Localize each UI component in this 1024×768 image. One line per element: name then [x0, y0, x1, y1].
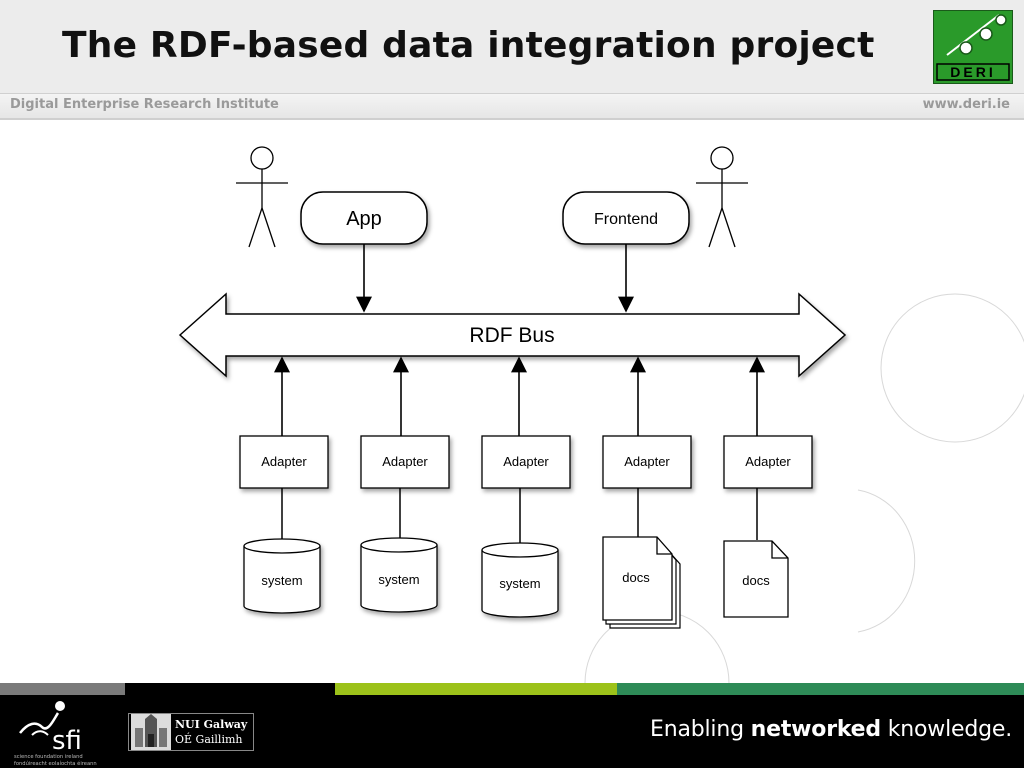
database-icon [360, 537, 438, 613]
slide-header: The RDF-based data integration project D… [0, 0, 1024, 93]
document-icon [723, 540, 789, 618]
user-right-icon [696, 146, 748, 248]
tagline-prefix: Enabling [650, 717, 751, 742]
adapter-label: Adapter [382, 454, 428, 469]
sfi-small-text-1: science foundation ireland [14, 754, 83, 760]
tagline: Enabling networked knowledge. [650, 717, 1012, 742]
website-link[interactable]: www.deri.ie [922, 97, 1010, 112]
document-stack-label: docs [622, 570, 650, 585]
adapter-label: Adapter [745, 454, 791, 469]
footer-color-bar [0, 683, 1024, 695]
database-icon [481, 542, 559, 618]
deri-logo: DERI [933, 10, 1013, 84]
document-stack-icon [602, 536, 681, 629]
frontend-node-label: Frontend [594, 211, 658, 228]
nui-name: NUI Galway [175, 718, 248, 731]
nui-irish-name: OÉ Gaillimh [175, 733, 243, 746]
adapter-box: Adapter [481, 435, 571, 489]
sfi-small-text-2: fondúireacht eolaíochta éireann [14, 760, 97, 767]
adapter-source-connectors [281, 488, 758, 546]
subheader-bar: Digital Enterprise Research Institute ww… [0, 93, 1024, 120]
tagline-bold: networked [750, 717, 881, 742]
rdf-bus-arrow: RDF Bus [178, 292, 847, 378]
rdf-bus-label: RDF Bus [469, 324, 554, 347]
app-node: App [300, 191, 428, 245]
adapter-box: Adapter [239, 435, 329, 489]
slide-footer: sfi science foundation ireland fondúirea… [0, 695, 1024, 768]
database-label: system [499, 576, 540, 591]
rdf-bus-diagram: App Frontend RDF Bus Adapter Adapter Ada… [178, 146, 847, 629]
sfi-logo: sfi science foundation ireland fondúirea… [14, 701, 97, 767]
adapter-box: Adapter [360, 435, 450, 489]
nui-galway-logo: NUI Galway OÉ Gaillimh [128, 713, 254, 751]
database-icon [243, 538, 321, 614]
tagline-suffix: knowledge. [880, 717, 1012, 742]
database-label: system [378, 572, 419, 587]
adapter-box: Adapter [602, 435, 692, 489]
adapter-label: Adapter [261, 454, 307, 469]
institute-name: Digital Enterprise Research Institute [10, 97, 279, 112]
app-node-label: App [346, 208, 382, 230]
adapter-box: Adapter [723, 435, 813, 489]
slide-title: The RDF-based data integration project [62, 25, 875, 66]
sfi-logo-text: sfi [52, 726, 82, 756]
user-left-icon [236, 146, 288, 248]
logo-text: DERI [950, 64, 995, 80]
document-label: docs [742, 573, 770, 588]
frontend-node: Frontend [562, 191, 690, 245]
adapter-label: Adapter [503, 454, 549, 469]
nui-building-icon [131, 714, 171, 750]
adapter-label: Adapter [624, 454, 670, 469]
database-label: system [261, 573, 302, 588]
